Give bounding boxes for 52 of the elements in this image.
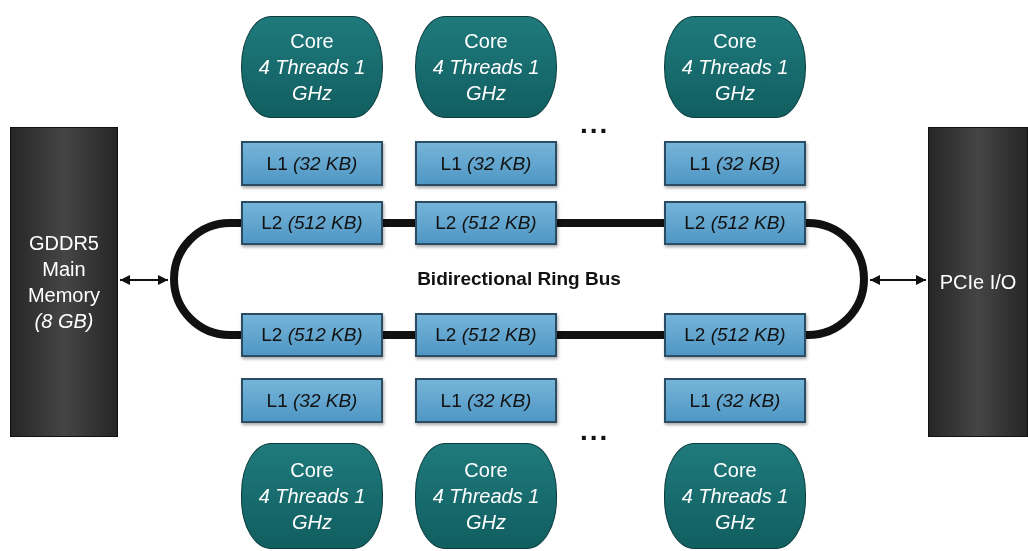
core-box <box>415 443 557 549</box>
node-label: L2 (512 KB) <box>684 324 786 346</box>
node-label: Bidirectional Ring Bus <box>417 268 621 290</box>
cache-box <box>664 378 806 423</box>
cache-box <box>241 201 383 245</box>
cache-box <box>241 313 383 357</box>
cache-box <box>415 201 557 245</box>
node-label: L1 (32 KB) <box>266 152 358 175</box>
node-detail: 4 Threads 1 GHz <box>680 55 790 106</box>
node-label: L2 (512 KB) <box>684 212 786 234</box>
cache-box <box>664 201 806 245</box>
node-detail: 4 Threads 1 GHz <box>680 484 790 535</box>
node-label: L1 (32 KB) <box>440 152 532 175</box>
node-label: Core <box>713 458 757 483</box>
node-detail: (8 GB) <box>34 309 94 334</box>
node-detail: 4 Threads 1 GHz <box>257 484 367 535</box>
ellipsis: ... <box>580 108 610 140</box>
node-label: L1 (32 KB) <box>689 152 781 175</box>
module-box <box>10 127 118 437</box>
node-label: GDDR5 Main Memory <box>26 231 102 308</box>
cache-box <box>415 141 557 186</box>
node-label: L2 (512 KB) <box>435 324 537 346</box>
cache-box <box>415 378 557 423</box>
node-detail: 4 Threads 1 GHz <box>431 484 541 535</box>
node-detail: 4 Threads 1 GHz <box>431 55 541 106</box>
node-label: Core <box>290 458 334 483</box>
module-box <box>928 127 1028 437</box>
arrow <box>119 275 169 285</box>
core-box <box>241 443 383 549</box>
node-label: L2 (512 KB) <box>261 212 363 234</box>
cache-box <box>241 141 383 186</box>
node-label: L2 (512 KB) <box>261 324 363 346</box>
node-label: L1 (32 KB) <box>689 389 781 412</box>
node-label: Core <box>464 29 508 54</box>
core-box <box>664 443 806 549</box>
core-box <box>241 16 383 118</box>
cache-box <box>664 141 806 186</box>
cache-box <box>664 313 806 357</box>
arrow <box>869 275 927 285</box>
node-label: PCIe I/O <box>939 270 1017 295</box>
core-box <box>664 16 806 118</box>
cache-box <box>241 378 383 423</box>
node-label: Core <box>290 29 334 54</box>
ellipsis: ... <box>580 415 610 447</box>
node-label: L2 (512 KB) <box>435 212 537 234</box>
core-box <box>415 16 557 118</box>
node-label: L1 (32 KB) <box>266 389 358 412</box>
node-label: L1 (32 KB) <box>440 389 532 412</box>
node-detail: 4 Threads 1 GHz <box>257 55 367 106</box>
node-label: Core <box>464 458 508 483</box>
cache-box <box>415 313 557 357</box>
node-label: Core <box>713 29 757 54</box>
